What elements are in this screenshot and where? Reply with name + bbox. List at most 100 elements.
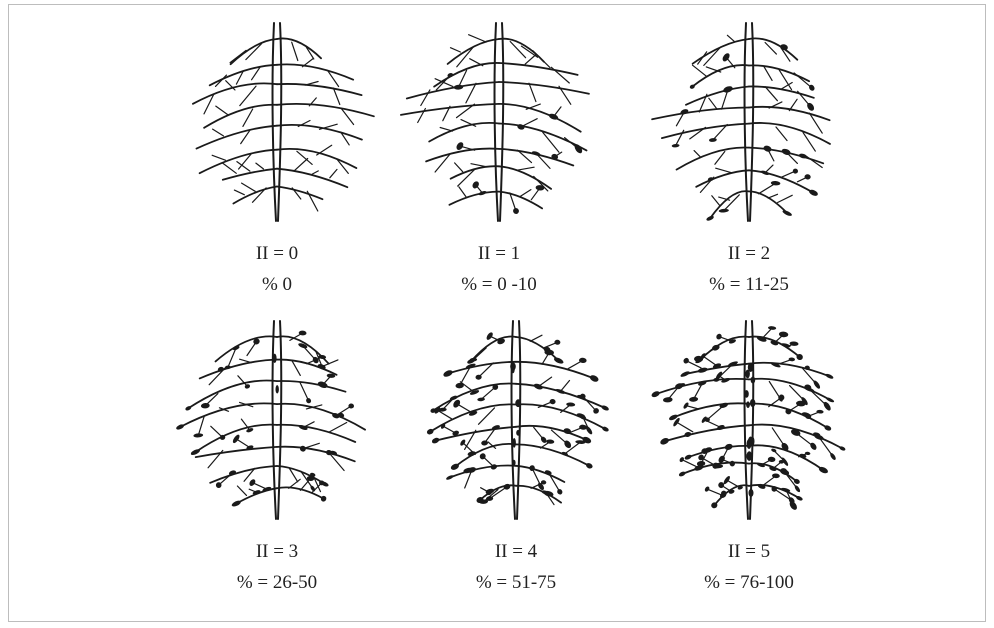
rootlet — [529, 83, 536, 101]
rootlet — [471, 164, 487, 167]
root-gall — [719, 208, 729, 212]
rootlet — [516, 167, 534, 170]
lateral-root — [516, 337, 559, 361]
root-gall — [749, 489, 754, 497]
root-gall — [529, 464, 536, 471]
rootlet — [213, 129, 224, 136]
root-gall — [678, 471, 686, 478]
root-gall — [477, 397, 485, 401]
root-gall — [825, 373, 834, 380]
root-gall — [779, 331, 789, 337]
rootlet — [709, 98, 717, 109]
root-gall — [809, 442, 818, 452]
root-gall — [746, 451, 752, 461]
lateral-root — [749, 337, 800, 357]
rootlet — [676, 130, 684, 145]
lateral-root — [516, 362, 594, 379]
rootlet — [533, 51, 550, 68]
rootlet — [727, 35, 735, 42]
root-system-drawing-5 — [649, 315, 849, 530]
root-gall — [317, 380, 329, 389]
lateral-root — [714, 485, 749, 505]
root-gall — [709, 138, 717, 142]
rootlet — [469, 35, 487, 42]
root-system-drawing-1 — [399, 17, 599, 232]
lateral-root — [407, 82, 499, 99]
rootlet — [330, 169, 337, 177]
root-gall — [515, 399, 521, 407]
root-gall — [481, 440, 488, 446]
rootlet — [295, 159, 308, 171]
lateral-root — [749, 191, 787, 213]
root-gall — [672, 144, 680, 148]
rootlet — [300, 382, 309, 401]
gall-percent-label: % = 11-25 — [649, 274, 849, 296]
root-gall — [779, 43, 788, 51]
root-gall — [716, 424, 725, 431]
lateral-root — [499, 82, 589, 94]
root-gall — [729, 460, 736, 467]
rootlet — [223, 163, 237, 173]
lateral-root — [277, 84, 362, 95]
root-gall — [517, 123, 526, 130]
lateral-root — [516, 486, 561, 503]
root-gall — [585, 462, 593, 469]
root-gall — [768, 326, 776, 330]
lateral-root — [677, 147, 750, 169]
rootlet — [216, 106, 229, 115]
root-gall — [788, 357, 795, 361]
taproot — [512, 321, 515, 519]
lateral-root — [749, 363, 829, 377]
lateral-root — [216, 336, 278, 361]
rootlet — [769, 382, 780, 399]
lateral-root — [665, 425, 749, 441]
root-gall — [556, 488, 563, 495]
rootlet — [677, 422, 693, 432]
root-gall — [750, 399, 755, 407]
lateral-root — [749, 170, 814, 193]
lateral-root — [662, 124, 749, 139]
taproot — [278, 23, 281, 221]
root-panel-index-3: II = 3 % = 26-50 — [177, 315, 377, 595]
lateral-root — [277, 425, 355, 442]
gall-percent-label: % = 0 -10 — [399, 274, 599, 296]
root-gall — [763, 145, 773, 153]
root-gall — [793, 168, 799, 173]
rootlet — [530, 335, 542, 341]
rootlet — [459, 70, 467, 87]
rootlet — [473, 348, 486, 360]
rootlet — [470, 59, 483, 66]
rootlet — [479, 408, 495, 424]
taproot — [517, 321, 520, 519]
root-gall — [305, 397, 312, 404]
root-gall — [455, 141, 465, 151]
root-gall — [682, 357, 690, 365]
root-panel-index-0: II = 0 % 0 — [177, 17, 377, 297]
rootlet — [212, 155, 225, 160]
taproot — [273, 23, 276, 221]
root-gall — [689, 397, 698, 403]
rootlet — [521, 190, 531, 197]
lateral-root — [516, 466, 564, 482]
root-gall — [445, 474, 454, 480]
gall-percent-label: % 0 — [177, 274, 377, 296]
root-gall — [232, 434, 241, 445]
root-gall — [442, 369, 453, 378]
root-gall — [684, 454, 692, 461]
root-gall — [724, 443, 734, 451]
lateral-root — [688, 446, 749, 457]
lateral-root — [656, 379, 749, 394]
lateral-root — [426, 149, 499, 162]
rootlet — [706, 67, 720, 72]
lateral-root — [277, 125, 362, 140]
lateral-root — [499, 104, 581, 132]
root-gall — [601, 404, 610, 411]
lateral-root — [277, 38, 321, 58]
rootlet — [440, 128, 452, 132]
root-gall — [248, 478, 256, 487]
root-gall — [201, 403, 210, 409]
rootlet — [240, 359, 252, 362]
lateral-root — [277, 487, 324, 498]
rootlet — [421, 90, 430, 106]
root-gall — [744, 390, 749, 398]
